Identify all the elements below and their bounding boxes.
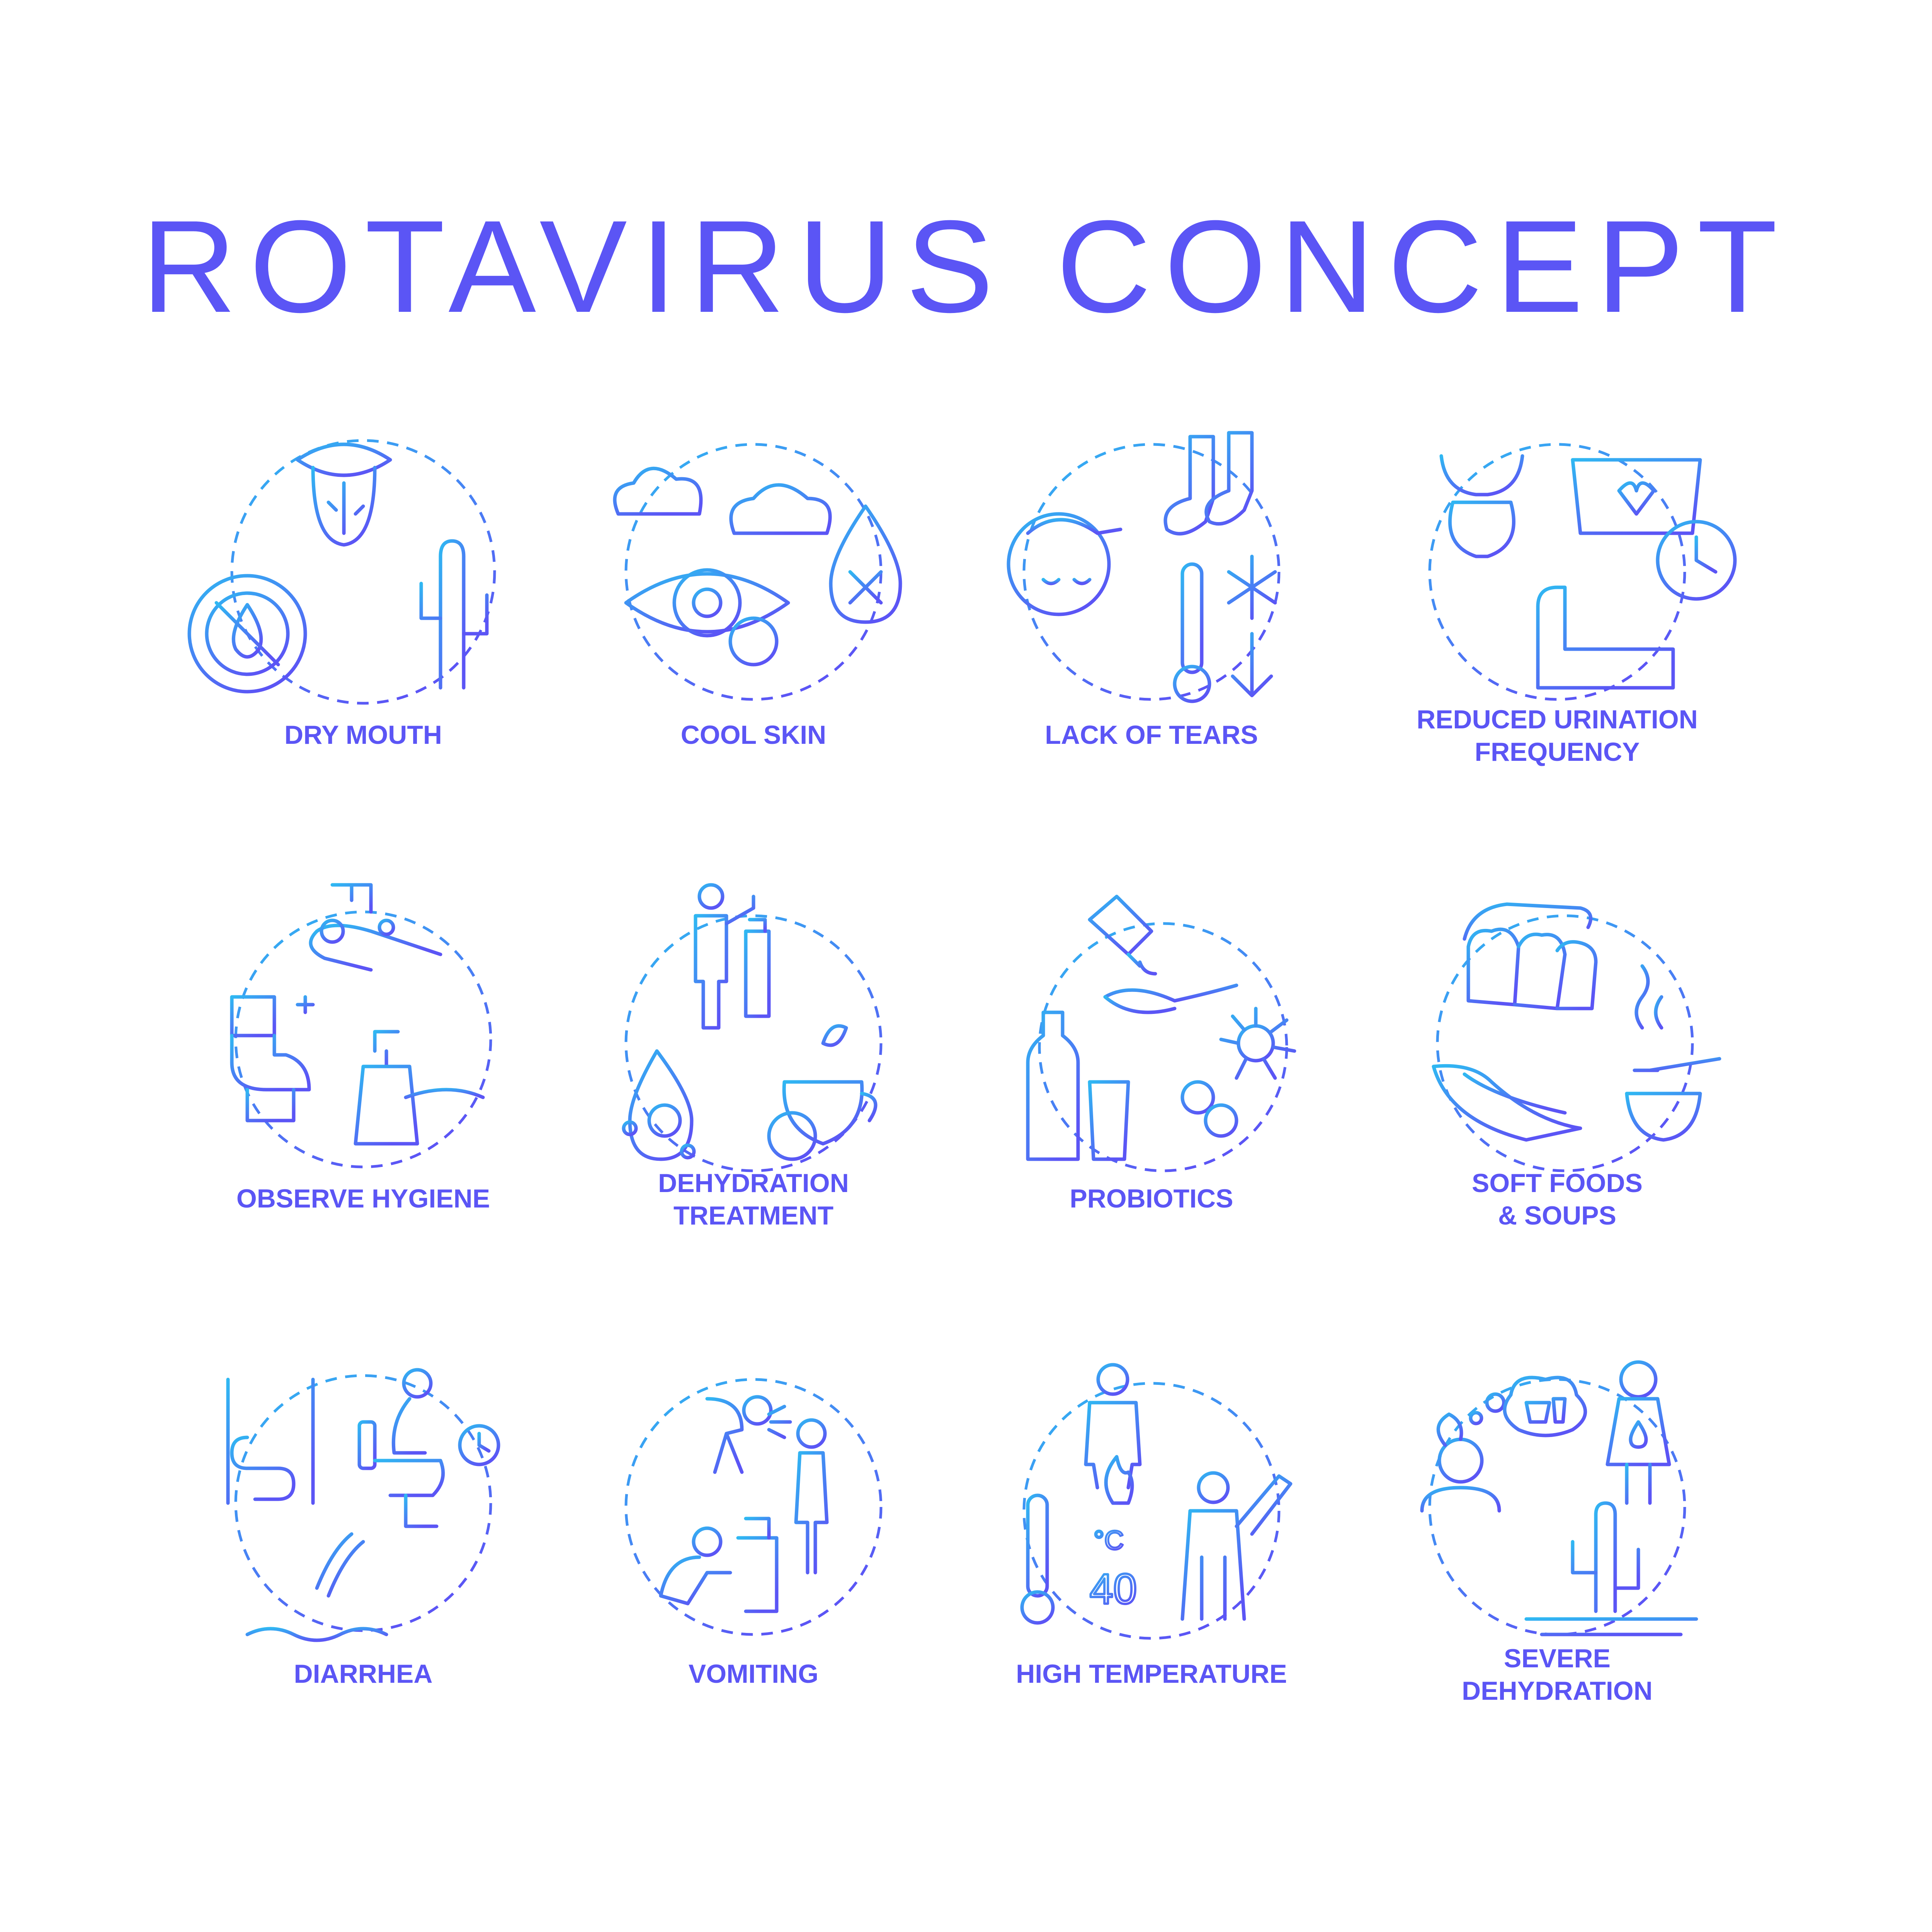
- dry-mouth-icon: [187, 439, 504, 705]
- card-label: DIARRHEA: [294, 1659, 433, 1689]
- card-label: SEVERE DEHYDRATION: [1462, 1644, 1653, 1706]
- card-observe-hygiene: OBSERVE HYGIENE: [170, 881, 556, 1314]
- card-soft-foods: SOFT FOODS & SOUPS: [1364, 881, 1750, 1314]
- card-dry-mouth: DRY MOUTH: [170, 417, 556, 850]
- card-label: COOL SKIN: [680, 720, 827, 750]
- svg-text:°C: °C: [1094, 1525, 1124, 1555]
- dehydration-treatment-icon: [622, 883, 883, 1172]
- card-label: DRY MOUTH: [284, 720, 442, 750]
- probiotics-icon: [1026, 895, 1296, 1172]
- high-temperature-icon: °C 40: [1020, 1363, 1293, 1640]
- card-label: HIGH TEMPERATURE: [1016, 1659, 1287, 1689]
- card-diarrhea: DIARRHEA: [170, 1356, 556, 1789]
- soft-foods-icon: [1432, 902, 1721, 1172]
- card-label: VOMITING: [688, 1659, 819, 1689]
- cool-skin-icon: [613, 443, 902, 701]
- card-cool-skin: COOL SKIN: [560, 417, 947, 850]
- card-label: OBSERVE HYGIENE: [236, 1184, 490, 1213]
- card-label: PROBIOTICS: [1070, 1184, 1233, 1213]
- severe-dehydration-icon: [1420, 1360, 1698, 1636]
- card-vomiting: VOMITING: [560, 1356, 947, 1789]
- svg-text:40: 40: [1090, 1565, 1137, 1613]
- card-label: DEHYDRATION TREATMENT: [658, 1168, 849, 1230]
- card-severe-dehydration: SEVERE DEHYDRATION: [1364, 1356, 1750, 1789]
- card-dehydration-treatment: DEHYDRATION TREATMENT: [560, 881, 947, 1314]
- page-title: ROTAVIRUS CONCEPT: [141, 193, 1791, 340]
- card-label: REDUCED URINATION FREQUENCY: [1417, 705, 1698, 767]
- lack-of-tears-icon: [1007, 431, 1281, 703]
- card-high-temperature: °C 40 HIGH TEMPERATURE: [958, 1356, 1345, 1789]
- reduced-urination-icon: [1428, 443, 1737, 701]
- card-probiotics: PROBIOTICS: [958, 881, 1345, 1314]
- card-label: LACK OF TEARS: [1045, 720, 1258, 750]
- card-label: SOFT FOODS & SOUPS: [1472, 1168, 1643, 1230]
- vomiting-icon: [624, 1378, 883, 1636]
- diarrhea-icon: [226, 1368, 500, 1642]
- card-reduced-urination: REDUCED URINATION FREQUENCY: [1364, 417, 1750, 850]
- hygiene-icon: [230, 883, 492, 1168]
- card-lack-of-tears: LACK OF TEARS: [958, 417, 1345, 850]
